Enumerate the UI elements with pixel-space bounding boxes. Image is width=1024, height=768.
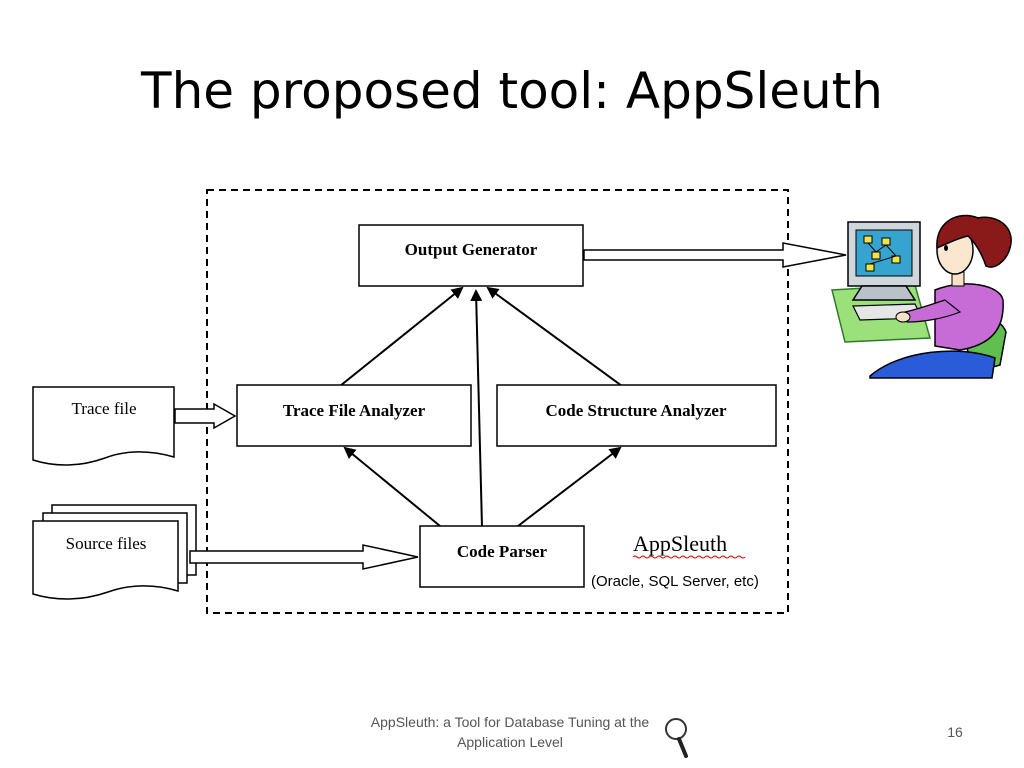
user-at-computer-icon — [831, 214, 1012, 379]
output-generator-label: Output Generator — [405, 240, 538, 259]
magnifier-icon — [665, 718, 688, 758]
edge-trace-analyzer-to-output — [339, 286, 464, 387]
edge-parser-to-trace-analyzer — [343, 446, 441, 527]
code-parser-node: Code Parser — [419, 525, 585, 588]
edge-source-files-to-parser — [189, 544, 419, 570]
trace-file-analyzer-node: Trace File Analyzer — [236, 384, 472, 447]
source-files-node: Source files — [32, 504, 197, 600]
edge-output-to-user — [583, 242, 847, 268]
code-parser-label: Code Parser — [457, 542, 548, 561]
source-files-label: Source files — [66, 534, 147, 553]
spellcheck-squiggle — [632, 555, 746, 559]
trace-file-node: Trace file — [32, 386, 175, 466]
output-generator-node: Output Generator — [358, 224, 584, 287]
trace-file-label: Trace file — [72, 399, 137, 418]
slide-title: The proposed tool: AppSleuth — [141, 62, 883, 120]
code-structure-analyzer-node: Code Structure Analyzer — [496, 384, 777, 447]
edge-parser-to-output — [470, 289, 483, 528]
edge-trace-file-to-analyzer — [174, 402, 237, 430]
page-number: 16 — [947, 724, 963, 740]
trace-file-analyzer-label: Trace File Analyzer — [283, 401, 426, 420]
code-structure-analyzer-label: Code Structure Analyzer — [546, 401, 727, 420]
appsleuth-label: AppSleuth — [633, 531, 727, 556]
appsleuth-note: (Oracle, SQL Server, etc) — [591, 573, 759, 590]
footer-text: AppSleuth: a Tool for Database Tuning at… — [370, 714, 650, 750]
appsleuth-boundary — [206, 189, 789, 614]
edge-parser-to-code-structure — [517, 446, 622, 527]
edge-code-structure-to-output — [486, 286, 623, 387]
